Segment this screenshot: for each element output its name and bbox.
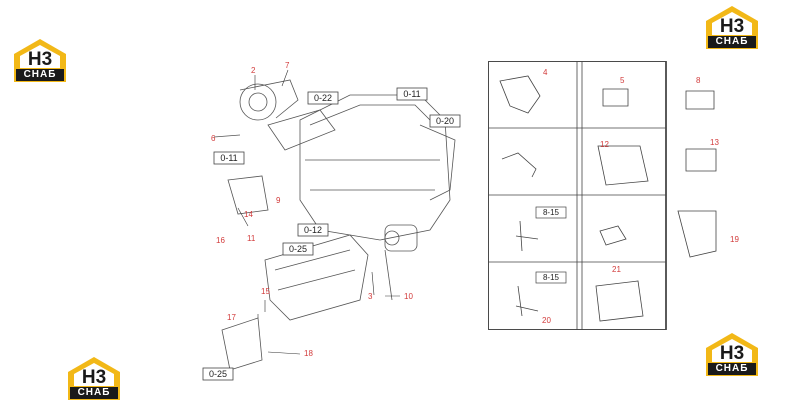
- logo-word: СНАБ: [715, 36, 749, 47]
- logo-house-icon: [14, 39, 66, 82]
- part-21-ecu: [595, 280, 644, 322]
- callout-2: 2: [251, 66, 256, 75]
- h3-snab-logo-top-left: H3 СНАБ: [10, 36, 70, 84]
- grid-num-20: 20: [542, 316, 551, 325]
- grid-num-19: 19: [730, 235, 739, 244]
- ref-box-0-11-left: 0-11: [220, 153, 237, 163]
- grid-num-13: 13: [710, 138, 719, 147]
- engine-block-outline: [299, 94, 451, 241]
- ref-box-0-11-top: 0-11: [403, 89, 420, 99]
- logo-mark: H3: [719, 16, 745, 37]
- manifold-part: [267, 109, 336, 151]
- part-map-sensor: [599, 225, 627, 246]
- part-13-relay: [685, 148, 717, 172]
- grid-num-8: 8: [696, 76, 701, 85]
- callout-17: 17: [227, 313, 236, 322]
- ref-box-0-25-top: 0-25: [289, 244, 307, 254]
- callout-11: 11: [247, 234, 256, 243]
- h3-snab-logo-bottom-left: H3 СНАБ: [64, 354, 124, 402]
- logo-word: СНАБ: [715, 363, 749, 374]
- grid-ref-8-15-row4: 8-15: [543, 273, 560, 282]
- part-12-module: [597, 145, 649, 186]
- grid-cell-content: [499, 75, 649, 322]
- callout-7: 7: [285, 61, 290, 70]
- logo-house-icon: [706, 333, 758, 376]
- front-cover-part: [221, 317, 263, 371]
- callout-3: 3: [368, 292, 373, 301]
- part-temp-sensor: [501, 152, 537, 178]
- ref-box-0-22: 0-22: [314, 93, 332, 103]
- ref-box-0-25-bottom: 0-25: [209, 369, 227, 379]
- h3-snab-logo-bottom-right: H3 СНАБ: [702, 330, 762, 378]
- logo-word: СНАБ: [77, 387, 111, 398]
- bracket-part: [227, 175, 269, 215]
- h3-snab-logo-top-right: H3 СНАБ: [702, 3, 762, 51]
- part-19-sensor: [677, 210, 717, 258]
- starter-part: [384, 224, 418, 252]
- parts-grid-col3: [666, 61, 717, 330]
- parts-grid-labels: 4 5 8 12 13 19 20 21 8-15 8-15: [488, 61, 739, 330]
- callout-10: 10: [404, 292, 413, 301]
- alternator-part: [239, 79, 299, 121]
- grid-ref-8-15-row3: 8-15: [543, 208, 560, 217]
- parts-grid-outer: [581, 61, 583, 330]
- grid-num-4: 4: [543, 68, 548, 77]
- callout-14: 14: [244, 210, 253, 219]
- ref-box-0-12: 0-12: [304, 225, 322, 235]
- part-bolt-sensor: [515, 220, 539, 252]
- logo-house-icon: [68, 357, 120, 400]
- callout-15: 15: [261, 287, 270, 296]
- part-5-relay: [602, 88, 629, 107]
- lower-housing-part: [264, 234, 369, 321]
- logo-mark: H3: [27, 49, 53, 70]
- grid-num-5: 5: [620, 76, 625, 85]
- logo-house-icon: [706, 6, 758, 49]
- ref-box-0-20: 0-20: [436, 116, 454, 126]
- part-4-sensor: [499, 75, 541, 114]
- part-20-bolt: [515, 285, 539, 317]
- logo-mark: H3: [81, 367, 107, 388]
- grid-num-21: 21: [612, 265, 621, 274]
- grid-num-12: 12: [600, 140, 609, 149]
- part-8-relay: [685, 90, 715, 110]
- callout-16: 16: [216, 236, 225, 245]
- logo-word: СНАБ: [23, 69, 57, 80]
- callout-9: 9: [276, 196, 281, 205]
- callout-18: 18: [304, 349, 313, 358]
- callout-6: 6: [211, 134, 216, 143]
- logo-mark: H3: [719, 343, 745, 364]
